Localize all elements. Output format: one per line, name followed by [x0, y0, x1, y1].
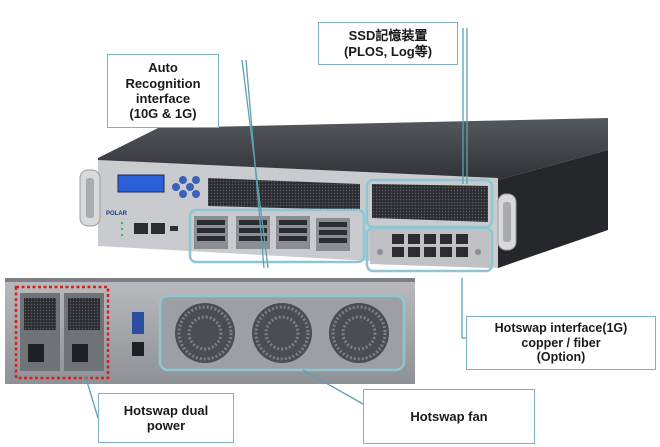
- front-vent: [208, 178, 360, 210]
- usb-port: [170, 226, 178, 231]
- navigation-keypad: [172, 176, 200, 198]
- ssd-bay: [372, 184, 488, 222]
- callout-hotswap-interface: Hotswap interface(1G) copper / fiber (Op…: [466, 316, 656, 370]
- rear-power-switch: [132, 342, 144, 356]
- power-supply-units: [20, 293, 104, 371]
- callout-ssd-storage: SSD記憶装置 (PLOS, Log等): [318, 22, 458, 65]
- leader-lines: [84, 28, 468, 419]
- management-port-1: [134, 223, 148, 234]
- power-supply-outline: [14, 285, 110, 380]
- lcd-display: [117, 174, 165, 193]
- led-indicators: [121, 222, 123, 236]
- callout-auto-recognition-interface: Auto Recognition interface (10G & 1G): [107, 54, 219, 128]
- fan-tray: [160, 296, 404, 370]
- vga-port: [132, 312, 144, 334]
- fan-outline: [158, 294, 406, 372]
- highlight-outlines-front: [188, 178, 494, 273]
- hotswap-interface-module: [370, 228, 490, 268]
- brand-label: POLAR: [106, 211, 128, 217]
- management-port-2: [151, 223, 165, 234]
- callout-hotswap-fan: Hotswap fan: [363, 389, 535, 444]
- sfp-ports: [194, 216, 350, 251]
- callout-hotswap-dual-power: Hotswap dual power: [98, 393, 234, 443]
